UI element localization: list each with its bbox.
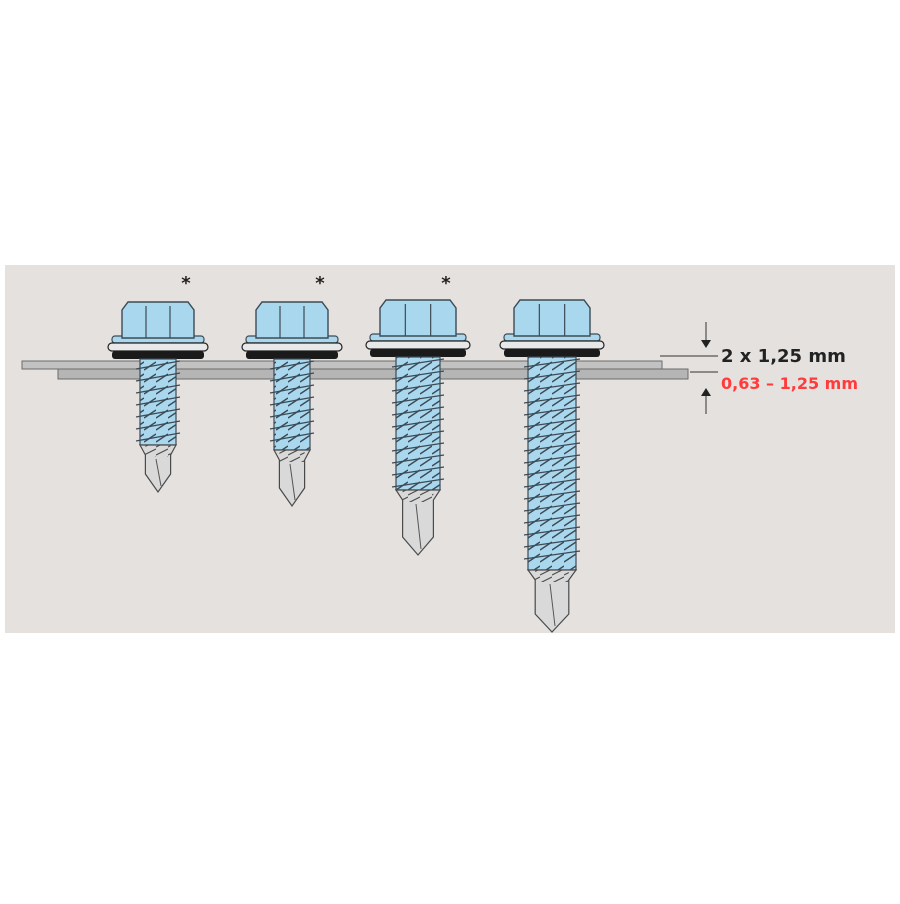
screw-3-metal-washer xyxy=(365,340,471,350)
screw-4-thread-crest xyxy=(523,538,581,548)
screw-3-thread-crest xyxy=(391,442,445,452)
screw-3-flute xyxy=(415,503,422,550)
screw-2-thread-crest xyxy=(269,420,315,430)
screw-2-thread-crest xyxy=(269,408,315,418)
screw-4-thread-crest xyxy=(523,430,581,440)
screw-1-hex-head xyxy=(121,301,195,339)
asterisk-screw-1: * xyxy=(181,273,191,294)
screw-2-flute xyxy=(289,463,296,501)
screw-1-flute xyxy=(155,458,162,487)
asterisk-screw-2: * xyxy=(315,273,325,294)
screw-1-thread-crest xyxy=(135,384,181,394)
screw-4-thread-crest xyxy=(523,370,581,380)
screw-4-thread-crest xyxy=(523,418,581,428)
top-sheet-thickness-label: 2 x 1,25 mm xyxy=(721,346,846,367)
dimension-markers xyxy=(660,322,718,414)
screw-3-thread-crest xyxy=(391,466,445,476)
screw-4-hex-head xyxy=(513,299,591,337)
screw-2-tip-thread xyxy=(279,450,305,462)
screw-3-thread-crest xyxy=(391,382,445,392)
screw-3-thread-crest xyxy=(391,358,445,368)
screw-1-thread xyxy=(140,359,176,445)
screw-3-thread-crest xyxy=(391,370,445,380)
screw-3-seal-washer xyxy=(370,349,466,357)
screw-4-thread-crest xyxy=(523,466,581,476)
screw-4-thread xyxy=(528,357,576,570)
screw-4 xyxy=(499,299,605,633)
screw-4-flute xyxy=(549,583,556,627)
screw-2-thread-crest xyxy=(269,384,315,394)
screw-2-thread-crest xyxy=(269,372,315,382)
screw-1-thread-crest xyxy=(135,360,181,370)
screw-4-thread-crest xyxy=(523,490,581,500)
bottom-sheet xyxy=(57,368,689,380)
screw-3-thread-crest xyxy=(391,418,445,428)
screw-1-thread-crest xyxy=(135,420,181,430)
screw-4-thread-crest xyxy=(523,526,581,536)
screw-1-thread-crest xyxy=(135,432,181,442)
screw-1-metal-washer xyxy=(107,342,209,352)
screw-3-thread-crest xyxy=(391,478,445,488)
screw-2-metal-washer xyxy=(241,342,343,352)
screw-3 xyxy=(365,299,471,556)
asterisk-screw-3: * xyxy=(441,273,451,294)
screw-3-thread-crest xyxy=(391,430,445,440)
screw-4-thread-crest xyxy=(523,514,581,524)
screw-4-thread-crest xyxy=(523,454,581,464)
screw-1-tip-thread xyxy=(145,445,171,457)
screw-2-thread xyxy=(274,359,310,450)
bottom-sheet-thickness-label: 0,63 – 1,25 mm xyxy=(721,374,858,393)
screw-1-seal-washer xyxy=(112,351,204,359)
screw-4-thread-crest xyxy=(523,406,581,416)
screw-4-thread-crest xyxy=(523,550,581,560)
screw-2-seal-washer xyxy=(246,351,338,359)
screw-2-hex-head xyxy=(255,301,329,339)
screw-3-hex-head xyxy=(379,299,457,337)
screw-2 xyxy=(241,301,343,508)
screw-2-thread-crest xyxy=(269,396,315,406)
screw-3-thread-crest xyxy=(391,394,445,404)
screw-1-thread-crest xyxy=(135,396,181,406)
screw-4-metal-washer xyxy=(499,340,605,350)
screw-4-thread-crest xyxy=(523,478,581,488)
screw-4-thread-crest xyxy=(523,358,581,368)
screw-3-tip-thread xyxy=(402,490,434,502)
screw-2-thread-crest xyxy=(269,360,315,370)
screw-4-thread-crest xyxy=(523,502,581,512)
screw-3-thread-crest xyxy=(391,406,445,416)
screw-4-tip-thread xyxy=(535,570,569,582)
screw-4-thread-crest xyxy=(523,394,581,404)
screw-4-thread-crest xyxy=(523,442,581,452)
screw-1-thread-crest xyxy=(135,372,181,382)
screw-4-thread-crest xyxy=(523,382,581,392)
screw-1-thread-crest xyxy=(135,408,181,418)
screw-1 xyxy=(107,301,209,494)
screw-3-thread-crest xyxy=(391,454,445,464)
screw-2-thread-crest xyxy=(269,432,315,442)
screw-4-seal-washer xyxy=(504,349,600,357)
